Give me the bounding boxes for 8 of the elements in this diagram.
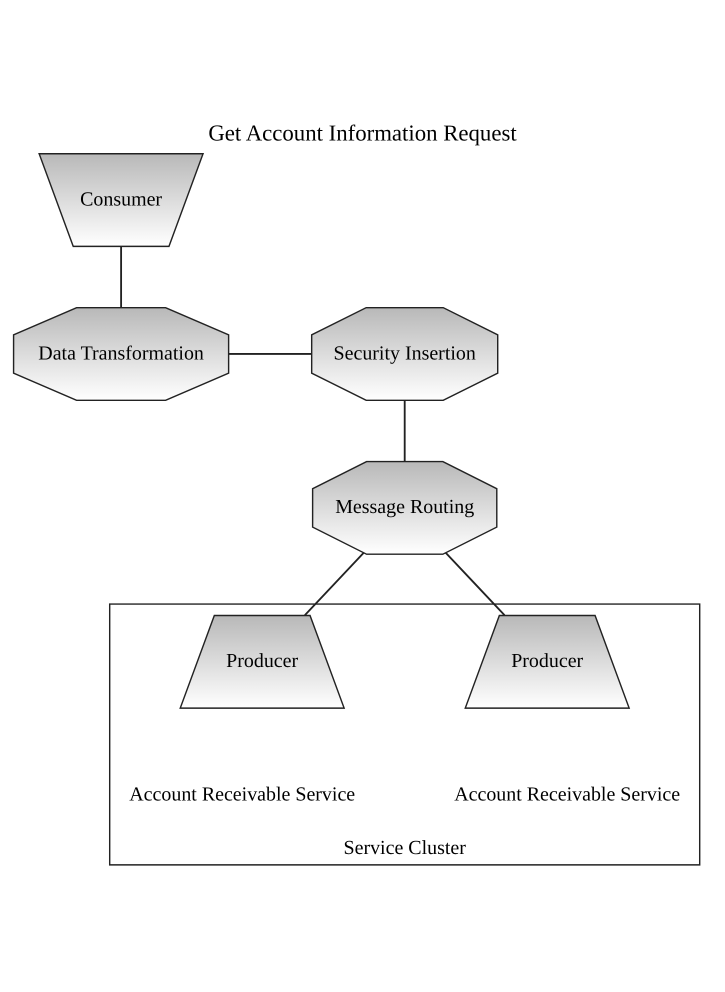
node-label: Account Receivable Service: [129, 782, 356, 805]
diagram-title: Get Account Information Request: [208, 120, 517, 146]
connector: [404, 400, 406, 461]
node-label: Account Receivable Service: [454, 782, 680, 805]
connector: [304, 552, 364, 616]
connector: [120, 246, 122, 308]
connector: [445, 552, 506, 616]
connector: [228, 352, 312, 354]
